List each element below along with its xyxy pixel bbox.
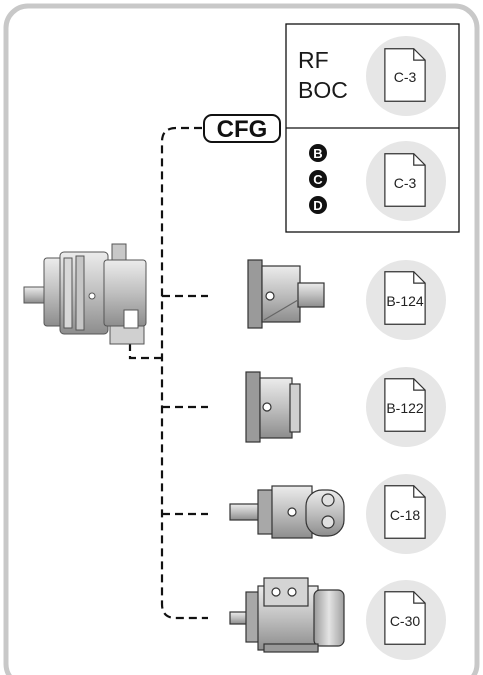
variant-letter: D: [313, 198, 322, 213]
doc-ref-label[interactable]: C-3: [394, 175, 417, 191]
header-title-line2: BOC: [298, 77, 348, 103]
doc-ref-label[interactable]: C-3: [394, 69, 417, 85]
doc-ref-label[interactable]: C-30: [390, 613, 421, 629]
doc-circle-title: C-3: [366, 36, 446, 116]
doc-ref-label[interactable]: B-124: [386, 293, 424, 309]
variant-badges: B C D: [309, 144, 327, 214]
doc-ref-label[interactable]: B-122: [386, 400, 424, 416]
variant-letter: B: [313, 146, 322, 161]
doc-circle-option-1: B-124: [366, 260, 446, 340]
header-title-line1: RF: [298, 47, 329, 73]
cfg-label: CFG: [217, 116, 268, 143]
doc-circle-option-4: C-30: [366, 580, 446, 660]
doc-circle-variants: C-3: [366, 141, 446, 221]
variant-letter: C: [313, 172, 323, 187]
doc-circle-option-3: C-18: [366, 474, 446, 554]
coupling-adapter-icon: [246, 372, 300, 442]
cfg-tag: CFG: [204, 115, 280, 143]
doc-ref-label[interactable]: C-18: [390, 507, 421, 523]
doc-circle-option-2: B-122: [366, 367, 446, 447]
